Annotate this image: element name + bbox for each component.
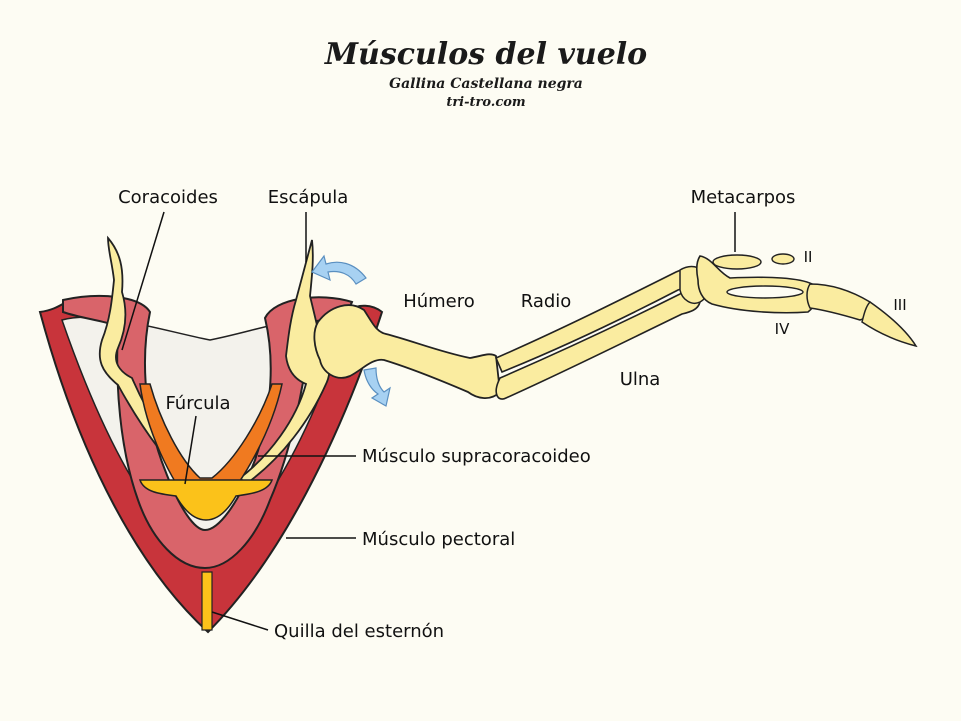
upstroke-arrow xyxy=(311,254,367,285)
furcula-leader xyxy=(184,415,197,485)
keel-plate xyxy=(138,479,274,521)
label-supracoracoideo: Músculo supracoracoideo xyxy=(362,446,591,467)
label-furcula: Fúrcula xyxy=(165,393,230,414)
diagram-subtitle: Gallina Castellana negra xyxy=(389,76,583,92)
downstroke-arrow xyxy=(363,367,391,407)
label-metacarpos: Metacarpos xyxy=(691,187,796,208)
label-coracoides: Coracoides xyxy=(118,187,218,208)
ulna-bone xyxy=(495,290,701,400)
humero-bone xyxy=(313,304,501,399)
digit-ii-bone xyxy=(712,254,762,270)
diagram-title: Músculos del vuelo xyxy=(324,37,647,72)
supracoracoideo-muscle xyxy=(62,295,354,570)
digit-ii-tip xyxy=(771,253,795,265)
sternum-keel xyxy=(201,571,213,631)
label-humero: Húmero xyxy=(403,291,475,312)
label-quilla: Quilla del esternón xyxy=(274,621,444,642)
metacarpal-space xyxy=(726,285,804,299)
quilla-leader xyxy=(211,611,269,631)
coracoides-leader xyxy=(121,211,165,351)
label-radio: Radio xyxy=(521,291,572,312)
diagram-credit: tri-tro.com xyxy=(446,95,525,110)
label-digit-iii: III xyxy=(893,296,906,314)
label-escapula: Escápula xyxy=(268,187,349,208)
label-digit-ii: II xyxy=(804,248,813,266)
metacarpos-bone xyxy=(695,255,817,314)
label-ulna: Ulna xyxy=(620,369,661,390)
digit-iii-bone xyxy=(806,283,872,321)
label-pectoral: Músculo pectoral xyxy=(362,529,515,550)
digit-iii-tip xyxy=(861,301,918,348)
label-digit-iv: IV xyxy=(775,320,790,338)
